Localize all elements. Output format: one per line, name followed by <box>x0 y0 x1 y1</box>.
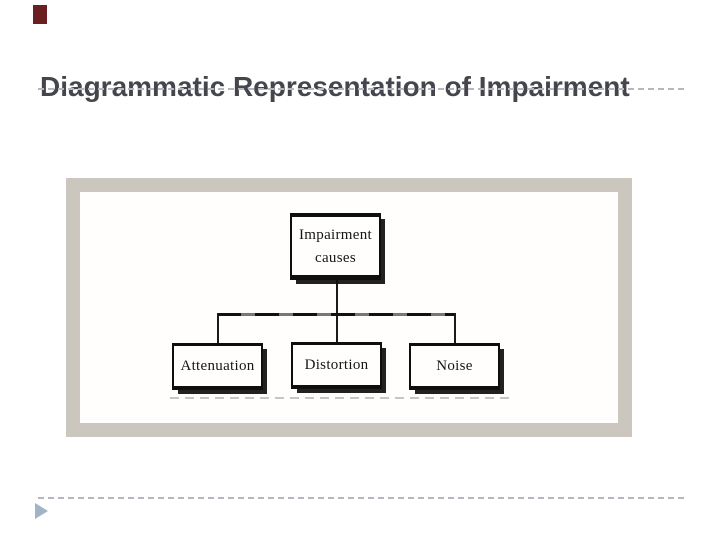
node-impairment-causes: Impairment causes <box>290 213 381 280</box>
connector-left-stub <box>217 313 219 343</box>
title-divider-dashed-line <box>38 88 686 90</box>
node-attenuation: Attenuation <box>172 343 263 390</box>
connector-right-stub <box>454 313 456 344</box>
slide-title: Diagrammatic Representation of Impairmen… <box>40 70 630 102</box>
node-noise: Noise <box>409 343 500 390</box>
impairment-causes-diagram: Impairment causes Attenuation Distortion… <box>80 192 618 423</box>
connector-root-vertical <box>336 280 338 342</box>
diagram-image-frame: Impairment causes Attenuation Distortion… <box>66 178 632 437</box>
scan-artifact-streak <box>170 397 515 399</box>
footer-divider-dashed-line <box>38 497 686 499</box>
next-slide-arrow-icon <box>35 503 48 519</box>
node-distortion: Distortion <box>291 342 382 389</box>
accent-rectangle <box>33 5 47 24</box>
connector-horizontal <box>217 313 456 316</box>
